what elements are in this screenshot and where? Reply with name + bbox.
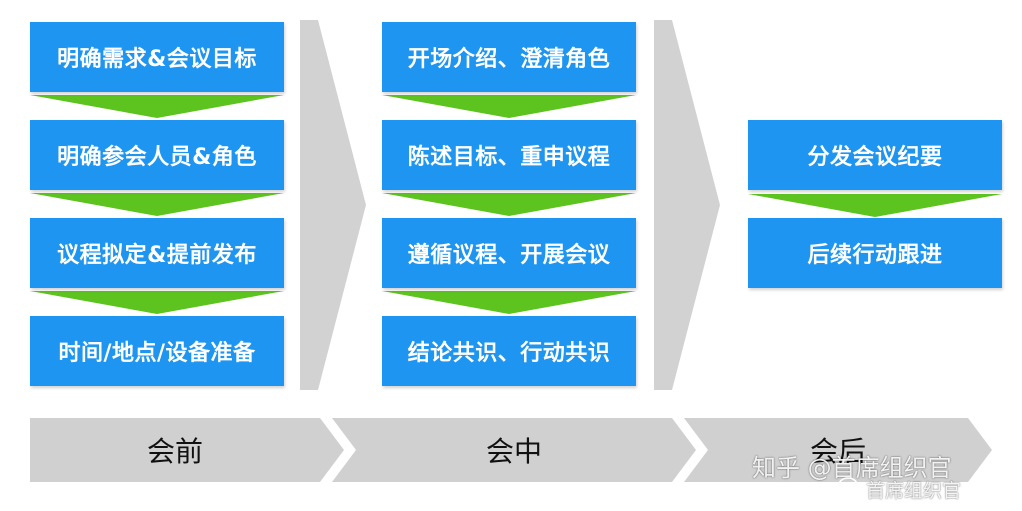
phase-label-during: 会中: [485, 435, 542, 468]
funnel-arrow: [382, 95, 636, 118]
step-box: 议程拟定&提前发布: [30, 218, 284, 288]
funnel-arrow: [382, 291, 636, 314]
funnel-arrow: [30, 193, 284, 216]
funnel-arrow: [748, 194, 1002, 217]
funnel-arrow: [30, 291, 284, 314]
watermark-account-name: 首席组织官: [866, 480, 962, 502]
step-box: 时间/地点/设备准备: [30, 316, 284, 386]
phase-label-before: 会前: [146, 435, 203, 468]
funnel-arrow: [30, 95, 284, 118]
wechat-icon: [838, 477, 864, 497]
step-box: 结论共识、行动共识: [382, 316, 636, 386]
phase-bar-segment-3: [684, 418, 992, 482]
step-box: 开场介绍、澄清角色: [382, 22, 636, 92]
phase-bar-segment-2: [332, 418, 696, 482]
step-box: 后续行动跟进: [748, 218, 1002, 288]
step-box: 陈述目标、重申议程: [382, 120, 636, 190]
chevron-arrow-2: [654, 20, 720, 390]
chevron-arrow-1: [300, 20, 366, 390]
step-box: 分发会议纪要: [748, 120, 1002, 190]
step-box: 明确需求&会议目标: [30, 22, 284, 92]
phase-bar-segment-1: [30, 418, 344, 482]
step-box: 明确参会人员&角色: [30, 120, 284, 190]
funnel-arrow: [382, 193, 636, 216]
watermark-text: 知乎 @首席组织官: [752, 454, 952, 482]
step-box: 遵循议程、开展会议: [382, 218, 636, 288]
phase-label-after: 会后: [809, 435, 866, 468]
